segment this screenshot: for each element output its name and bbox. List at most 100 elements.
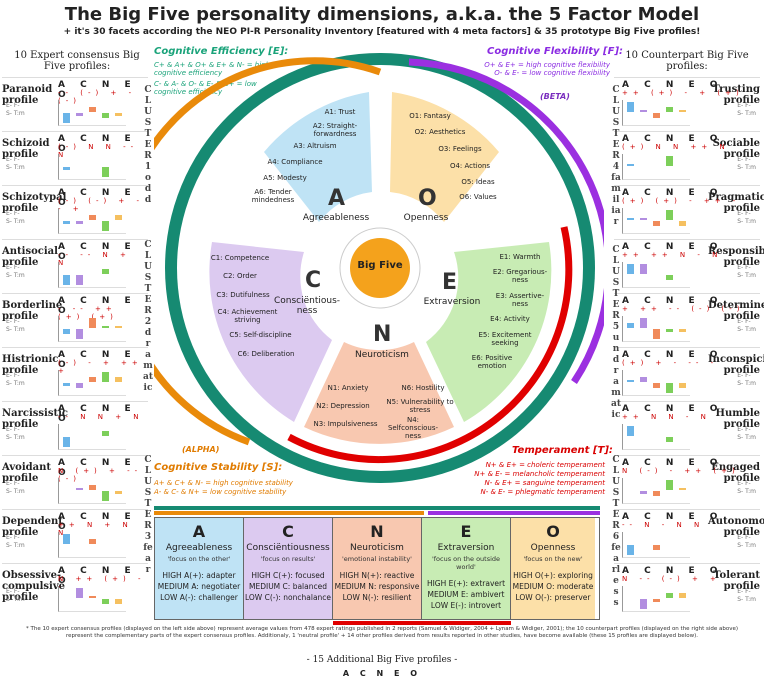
profile-bar bbox=[653, 221, 660, 226]
additional-profiles-letters: A C N E O bbox=[342, 669, 422, 678]
legend-line: E- F- bbox=[6, 156, 20, 163]
profile-name: Narcissistic profile bbox=[2, 408, 68, 430]
domain-C-letter: C bbox=[305, 268, 322, 293]
legend-line: S- T:m bbox=[6, 272, 25, 279]
facet-E6: E6: Positive emotion bbox=[471, 354, 513, 370]
temperament-sanguine: N- & E+ = sanguine temperament bbox=[484, 479, 605, 487]
profile-bar bbox=[76, 588, 83, 598]
profile-legend: E- F-S- T:m bbox=[737, 426, 756, 442]
profile-letters: A C N E O bbox=[622, 458, 724, 468]
stability-high: A+ & C+ & N- = high cognitive stability bbox=[154, 479, 293, 487]
table-name: Consciëntiousness bbox=[246, 543, 330, 553]
page-subtitle: + it's 30 facets according the NEO PI-R … bbox=[63, 27, 701, 37]
profile-bar bbox=[76, 329, 83, 339]
sector-E bbox=[426, 242, 552, 422]
efficiency-high: C+ & A+ & O+ & E+ & N- = high cognitive … bbox=[154, 61, 271, 77]
profile-mini-chart bbox=[58, 586, 126, 612]
legend-line: E- F- bbox=[6, 264, 20, 271]
profile-mini-chart bbox=[58, 262, 126, 288]
profile-bar bbox=[89, 485, 96, 490]
profile-bar bbox=[63, 534, 70, 544]
profile-legend: E- F-S- T:m bbox=[737, 156, 756, 172]
profile-letters: A C N E O bbox=[622, 242, 724, 252]
profile-bar bbox=[666, 437, 673, 442]
legend-line: S- T:m bbox=[737, 110, 756, 117]
profile-bar bbox=[115, 491, 122, 494]
profile-legend: E- F-S- T:m bbox=[737, 588, 756, 604]
profile-mini-chart bbox=[622, 478, 690, 504]
profile-letters: A C N E O bbox=[622, 512, 724, 522]
table-focus: 'focus on the outside world' bbox=[431, 555, 501, 571]
legend-line: S- T:m bbox=[737, 596, 756, 603]
profile-bar bbox=[102, 325, 109, 328]
sector-C bbox=[209, 242, 332, 422]
profile-values: N ++ (+) - - bbox=[58, 575, 146, 591]
legend-line: E- F- bbox=[6, 372, 20, 379]
efficiency-bar bbox=[154, 506, 600, 510]
profile-letters: A C N E O bbox=[622, 80, 724, 90]
cluster-5-label: CLUSTER 5 undramatic bbox=[611, 245, 621, 420]
facet-E4: E4: Activity bbox=[490, 315, 530, 323]
legend-line: E- F- bbox=[737, 588, 751, 595]
profile-bar bbox=[666, 593, 673, 598]
profile-legend: E- F-S- T:m bbox=[6, 318, 25, 334]
legend-line: E- F- bbox=[737, 372, 751, 379]
profile-bar bbox=[89, 377, 96, 382]
legend-line: E- F- bbox=[6, 210, 20, 217]
facet-A6: A6: Tender mindedness bbox=[251, 188, 295, 204]
profile-name: Inconspicious profile bbox=[708, 354, 764, 376]
facet-A1: A1: Trust bbox=[324, 108, 356, 116]
legend-line: S- T:m bbox=[6, 542, 25, 549]
table-level-low: LOW C(-): nonchalance bbox=[244, 593, 332, 602]
table-level-med: MEDIUM N: responsive bbox=[334, 582, 420, 591]
profile-values: (+) N N ++ N bbox=[622, 143, 730, 151]
profile-bar bbox=[666, 156, 673, 166]
legend-line: E- F- bbox=[6, 534, 20, 541]
profile-letters: A C N E O bbox=[58, 350, 137, 370]
profile-bar bbox=[89, 539, 96, 544]
legend-line: E- F- bbox=[737, 318, 751, 325]
legend-line: S- T:m bbox=[6, 380, 25, 387]
legend-line: E- F- bbox=[737, 426, 751, 433]
profile-letters: A C N E O bbox=[58, 458, 137, 478]
profile-mini-chart bbox=[622, 208, 690, 234]
profile-legend: E- F-S- T:m bbox=[737, 318, 756, 334]
facet-N4: N4: Selfconscious-ness bbox=[387, 416, 439, 440]
legend-line: S- T:m bbox=[737, 164, 756, 171]
profile-bar bbox=[679, 593, 686, 598]
profile-mini-chart bbox=[58, 370, 126, 396]
facet-O6: O6: Values bbox=[459, 193, 497, 201]
facet-E3: E3: Assertive-ness bbox=[495, 292, 545, 308]
facet-C1: C1: Competence bbox=[210, 254, 270, 262]
profile-values: ++ ++ N - N bbox=[622, 251, 723, 259]
profile-mini-chart bbox=[58, 424, 126, 450]
center-hand-icon bbox=[350, 238, 410, 298]
profile-letters: A C N E O bbox=[622, 566, 724, 576]
profile-bar bbox=[63, 383, 70, 386]
table-level-low: LOW E(-): introvert bbox=[430, 601, 502, 610]
table-level-med: MEDIUM C: balanced bbox=[249, 582, 327, 591]
legend-line: S- T:m bbox=[6, 326, 25, 333]
table-focus: 'focus on the new' bbox=[523, 555, 583, 563]
table-letter: O bbox=[546, 522, 560, 541]
stability-label: Cognitive Stability [S]: bbox=[154, 462, 283, 473]
temperament-arc bbox=[287, 226, 573, 464]
profile-bar bbox=[653, 383, 660, 388]
table-letter: N bbox=[370, 522, 384, 541]
profile-name: Schizoid profile bbox=[2, 138, 50, 160]
facet-N2: N2: Depression bbox=[316, 402, 370, 410]
domain-E-name: Extraversion bbox=[423, 297, 481, 307]
profile-name: Tolerant profile bbox=[713, 570, 760, 592]
facet-N3: N3: Impulsiveness bbox=[313, 420, 378, 428]
table-level-low: LOW O(-): preserver bbox=[515, 593, 591, 602]
facet-C4: C4: Achievement striving bbox=[217, 308, 278, 324]
profile-bar bbox=[102, 113, 109, 118]
profile-legend: E- F-S- T:m bbox=[6, 102, 25, 118]
